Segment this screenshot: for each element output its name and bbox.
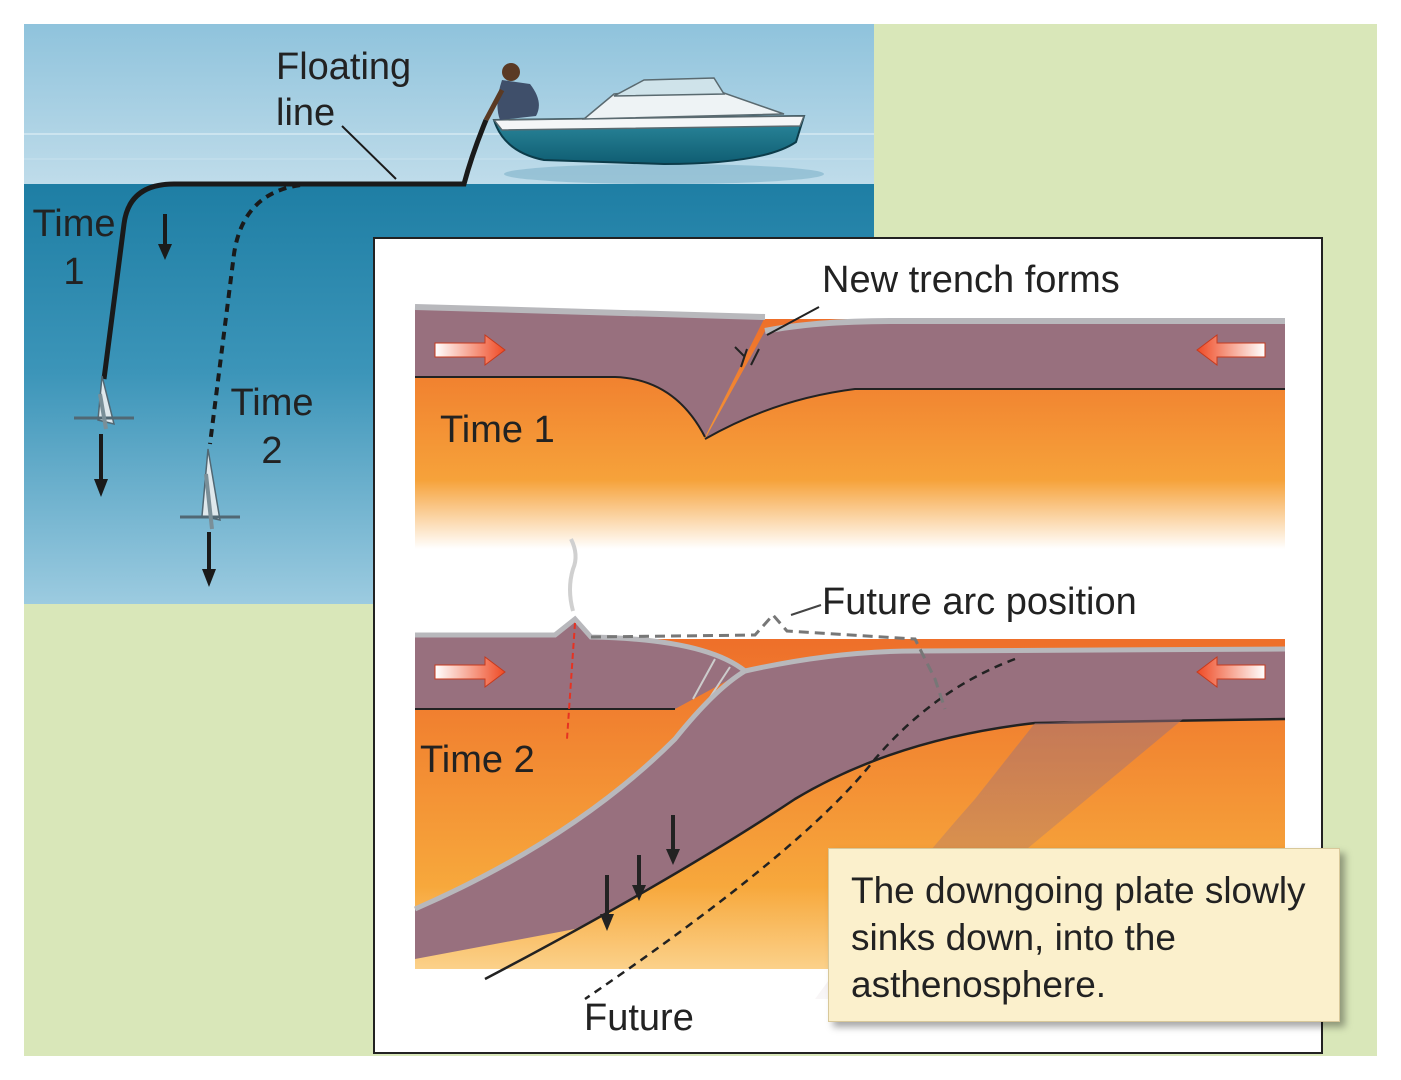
time1-analogy-label: Time 1: [32, 203, 116, 293]
sink-arrow-icon: [632, 855, 646, 901]
time2-section-label: Time 2: [420, 739, 535, 781]
sink-arrow-icon: [202, 532, 216, 587]
caption-text: The downgoing plate slowly sinks down, i…: [851, 870, 1306, 1005]
anchor-time2-icon: [180, 448, 240, 530]
floating-line-label: Floating line: [276, 46, 412, 134]
floating-line-time1: [101, 119, 489, 380]
sink-arrow-icon: [666, 815, 680, 865]
sink-arrow-icon: [158, 214, 172, 260]
floating-line-time2: [208, 182, 315, 445]
future-label: Future: [584, 997, 694, 1039]
anchor-time1-icon: [74, 375, 134, 430]
boat-icon: [483, 63, 824, 184]
new-trench-label: New trench forms: [822, 259, 1120, 301]
future-arc-label: Future arc position: [822, 581, 1137, 623]
caption-box: The downgoing plate slowly sinks down, i…: [828, 848, 1340, 1022]
time2-analogy-label: Time 2: [230, 382, 314, 472]
sink-arrow-icon: [94, 434, 108, 497]
time1-cross-section: [414, 304, 1285, 549]
sink-arrow-icon: [600, 875, 614, 931]
time1-section-label: Time 1: [440, 409, 555, 451]
